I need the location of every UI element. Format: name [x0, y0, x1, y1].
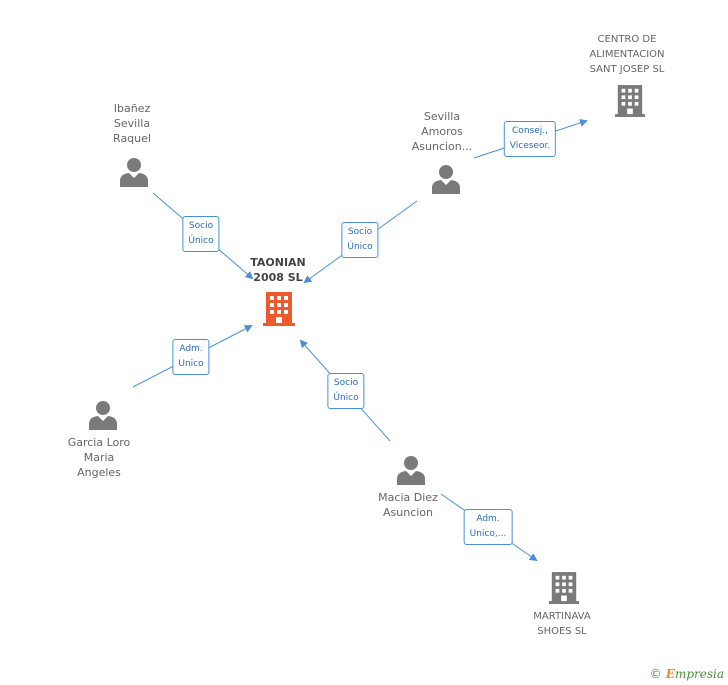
role-line1: Socio	[333, 378, 359, 388]
center-company-name-line2: 2008 SL	[253, 271, 303, 284]
role-line1: Socio	[347, 227, 373, 237]
role-line1: Adm.	[476, 514, 500, 524]
company-name-line3: SANT JOSEP SL	[589, 64, 665, 75]
person-icon[interactable]	[396, 455, 426, 485]
edge-label-macia-martinava[interactable]: Adm. Unico,...	[463, 509, 513, 545]
company-label-martinava[interactable]: MARTINAVA SHOES SL	[533, 609, 590, 639]
center-company-label[interactable]: TAONIAN 2008 SL	[250, 255, 306, 285]
person-label-ibanez[interactable]: Ibañez Sevilla Raquel	[113, 101, 151, 146]
role-line2: Único	[333, 393, 359, 403]
copyright-icon: ©	[649, 667, 662, 681]
person-name-line1: Sevilla	[423, 110, 461, 123]
role-line2: Unico	[178, 359, 204, 369]
person-icon[interactable]	[88, 400, 118, 430]
role-line1: Adm.	[179, 344, 203, 354]
edge-label-sevilla-centro[interactable]: Consej., Viceseor.	[503, 121, 557, 157]
brand-initial: E	[665, 667, 675, 681]
person-name-line3: Asuncion...	[411, 140, 473, 153]
person-label-sevilla-amoros[interactable]: Sevilla Amoros Asuncion...	[412, 109, 473, 154]
role-line2: Viceseor.	[509, 141, 551, 151]
person-name-line1: Garcia Loro	[67, 436, 131, 449]
edge-label-garcia-center[interactable]: Adm. Unico	[172, 339, 210, 375]
person-name-line2: Asuncion	[382, 506, 434, 519]
edge-label-macia-center[interactable]: Socio Único	[327, 373, 365, 409]
company-label-centro[interactable]: CENTRO DE ALIMENTACION SANT JOSEP SL	[589, 32, 664, 77]
person-name-line3: Angeles	[77, 466, 121, 479]
center-company-name-line1: TAONIAN	[250, 256, 306, 269]
empresia-watermark: ©Empresia	[650, 667, 724, 681]
building-icon[interactable]	[615, 84, 645, 118]
building-icon[interactable]	[549, 571, 579, 605]
role-line1: Consej.,	[512, 126, 548, 136]
person-name-line1: Ibañez	[113, 102, 151, 115]
brand-name: mpresia	[674, 667, 724, 681]
person-name-line1: Macia Diez	[378, 491, 438, 504]
role-line1: Socio	[188, 221, 214, 231]
company-name-line2: ALIMENTACION	[589, 49, 665, 60]
person-name-line2: Sevilla	[113, 117, 151, 130]
person-name-line3: Raquel	[113, 132, 151, 145]
role-line2: Único	[347, 242, 373, 252]
person-label-macia[interactable]: Macia Diez Asuncion	[378, 490, 438, 520]
building-icon[interactable]	[263, 292, 295, 326]
person-name-line2: Amoros	[421, 125, 463, 138]
role-line2: Unico,...	[469, 529, 507, 539]
person-icon[interactable]	[431, 164, 461, 194]
person-label-garcia[interactable]: Garcia Loro Maria Angeles	[68, 435, 131, 480]
edge-label-ibanez-center[interactable]: Socio Único	[182, 216, 220, 252]
person-icon[interactable]	[119, 157, 149, 187]
company-name-line2: SHOES SL	[537, 626, 587, 637]
company-name-line1: MARTINAVA	[533, 611, 591, 622]
company-name-line1: CENTRO DE	[597, 34, 657, 45]
edge-label-sevilla-center[interactable]: Socio Único	[341, 222, 379, 258]
person-name-line2: Maria	[83, 451, 115, 464]
role-line2: Único	[188, 236, 214, 246]
